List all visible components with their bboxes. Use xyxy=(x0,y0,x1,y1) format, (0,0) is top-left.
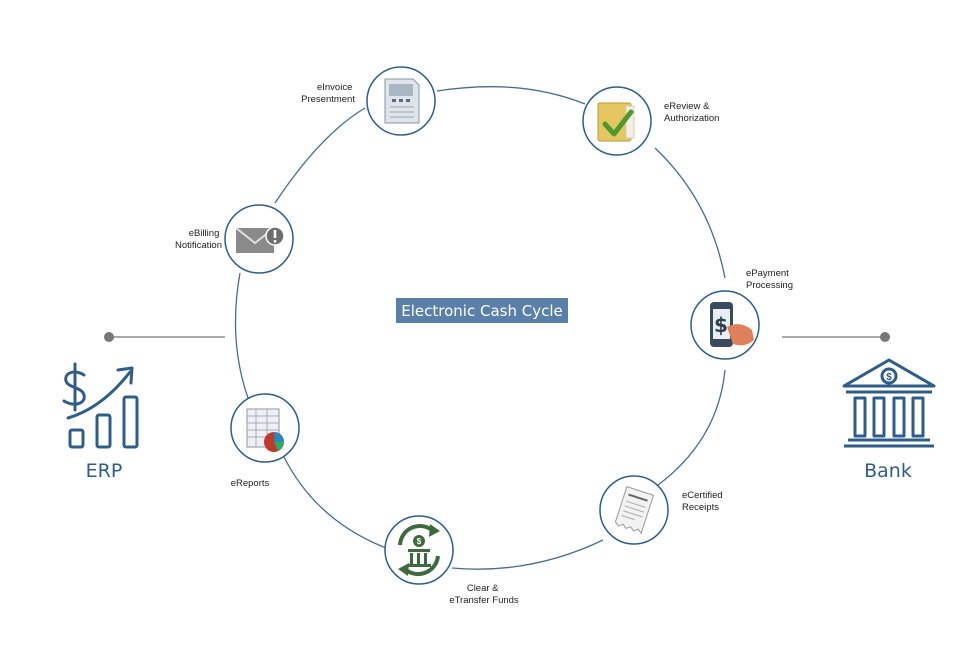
svg-text:$: $ xyxy=(886,372,892,383)
invoice-document-icon xyxy=(384,78,420,124)
erp-label: ERP xyxy=(86,460,123,482)
step-label-ereview: eReview & Authorization xyxy=(664,101,719,124)
step-label-line: eTransfer Funds xyxy=(449,595,519,606)
bank-building-icon xyxy=(842,358,936,448)
receipt-icon xyxy=(614,486,655,535)
step-label-line: Presentment xyxy=(301,94,355,105)
step-ecertified: eCertified Receipts xyxy=(599,475,725,545)
bank-label: Bank xyxy=(864,460,912,482)
cycle-ring xyxy=(234,86,726,570)
mobile-payment-icon: $ xyxy=(710,302,754,347)
step-label-line: eInvoice xyxy=(317,82,352,93)
step-ereports: eReports xyxy=(230,393,300,489)
step-ebilling: eBilling Notification xyxy=(175,204,294,274)
erp-connector xyxy=(104,332,225,342)
step-ereview: eReview & Authorization xyxy=(582,86,719,156)
step-epayment: $ ePayment Processing xyxy=(690,268,793,360)
step-clear: $ Clear & eTransfer Funds xyxy=(384,515,519,606)
step-label-line: Receipts xyxy=(682,502,719,513)
step-label-epayment: ePayment Processing xyxy=(746,268,793,291)
bank-connector xyxy=(782,332,890,342)
svg-text:$: $ xyxy=(714,313,728,337)
step-label-line: eReports xyxy=(231,478,270,489)
step-label-ebilling: eBilling Notification xyxy=(175,228,222,251)
step-label-line: Processing xyxy=(746,280,793,291)
spreadsheet-pie-chart-icon xyxy=(246,408,284,452)
step-label-line: eCertified xyxy=(682,490,723,501)
erp-node: ERP xyxy=(62,362,139,482)
erp-growth-chart-icon xyxy=(62,362,139,449)
step-label-line: Authorization xyxy=(664,113,719,124)
step-label-line: ePayment xyxy=(746,268,789,279)
step-einvoice: eInvoice Presentment xyxy=(301,66,436,136)
center-title: Electronic Cash Cycle xyxy=(401,302,562,320)
step-label-line: eReview & xyxy=(664,101,710,112)
svg-text:$: $ xyxy=(417,537,422,546)
step-label-line: Clear & xyxy=(467,583,499,594)
envelope-alert-icon xyxy=(235,226,285,253)
bank-node: $ Bank xyxy=(842,358,936,482)
bank-transfer-icon xyxy=(398,524,440,577)
step-label-line: Notification xyxy=(175,240,222,251)
folder-checkmark-icon xyxy=(597,102,635,142)
step-label-ecertified: eCertified Receipts xyxy=(682,490,725,513)
step-label-line: eBilling xyxy=(189,228,220,239)
step-label-einvoice: eInvoice Presentment xyxy=(301,82,355,105)
step-label-clear: Clear & eTransfer Funds xyxy=(449,583,519,606)
center-title-box: Electronic Cash Cycle xyxy=(396,298,568,323)
step-label-ereports: eReports xyxy=(231,478,270,489)
